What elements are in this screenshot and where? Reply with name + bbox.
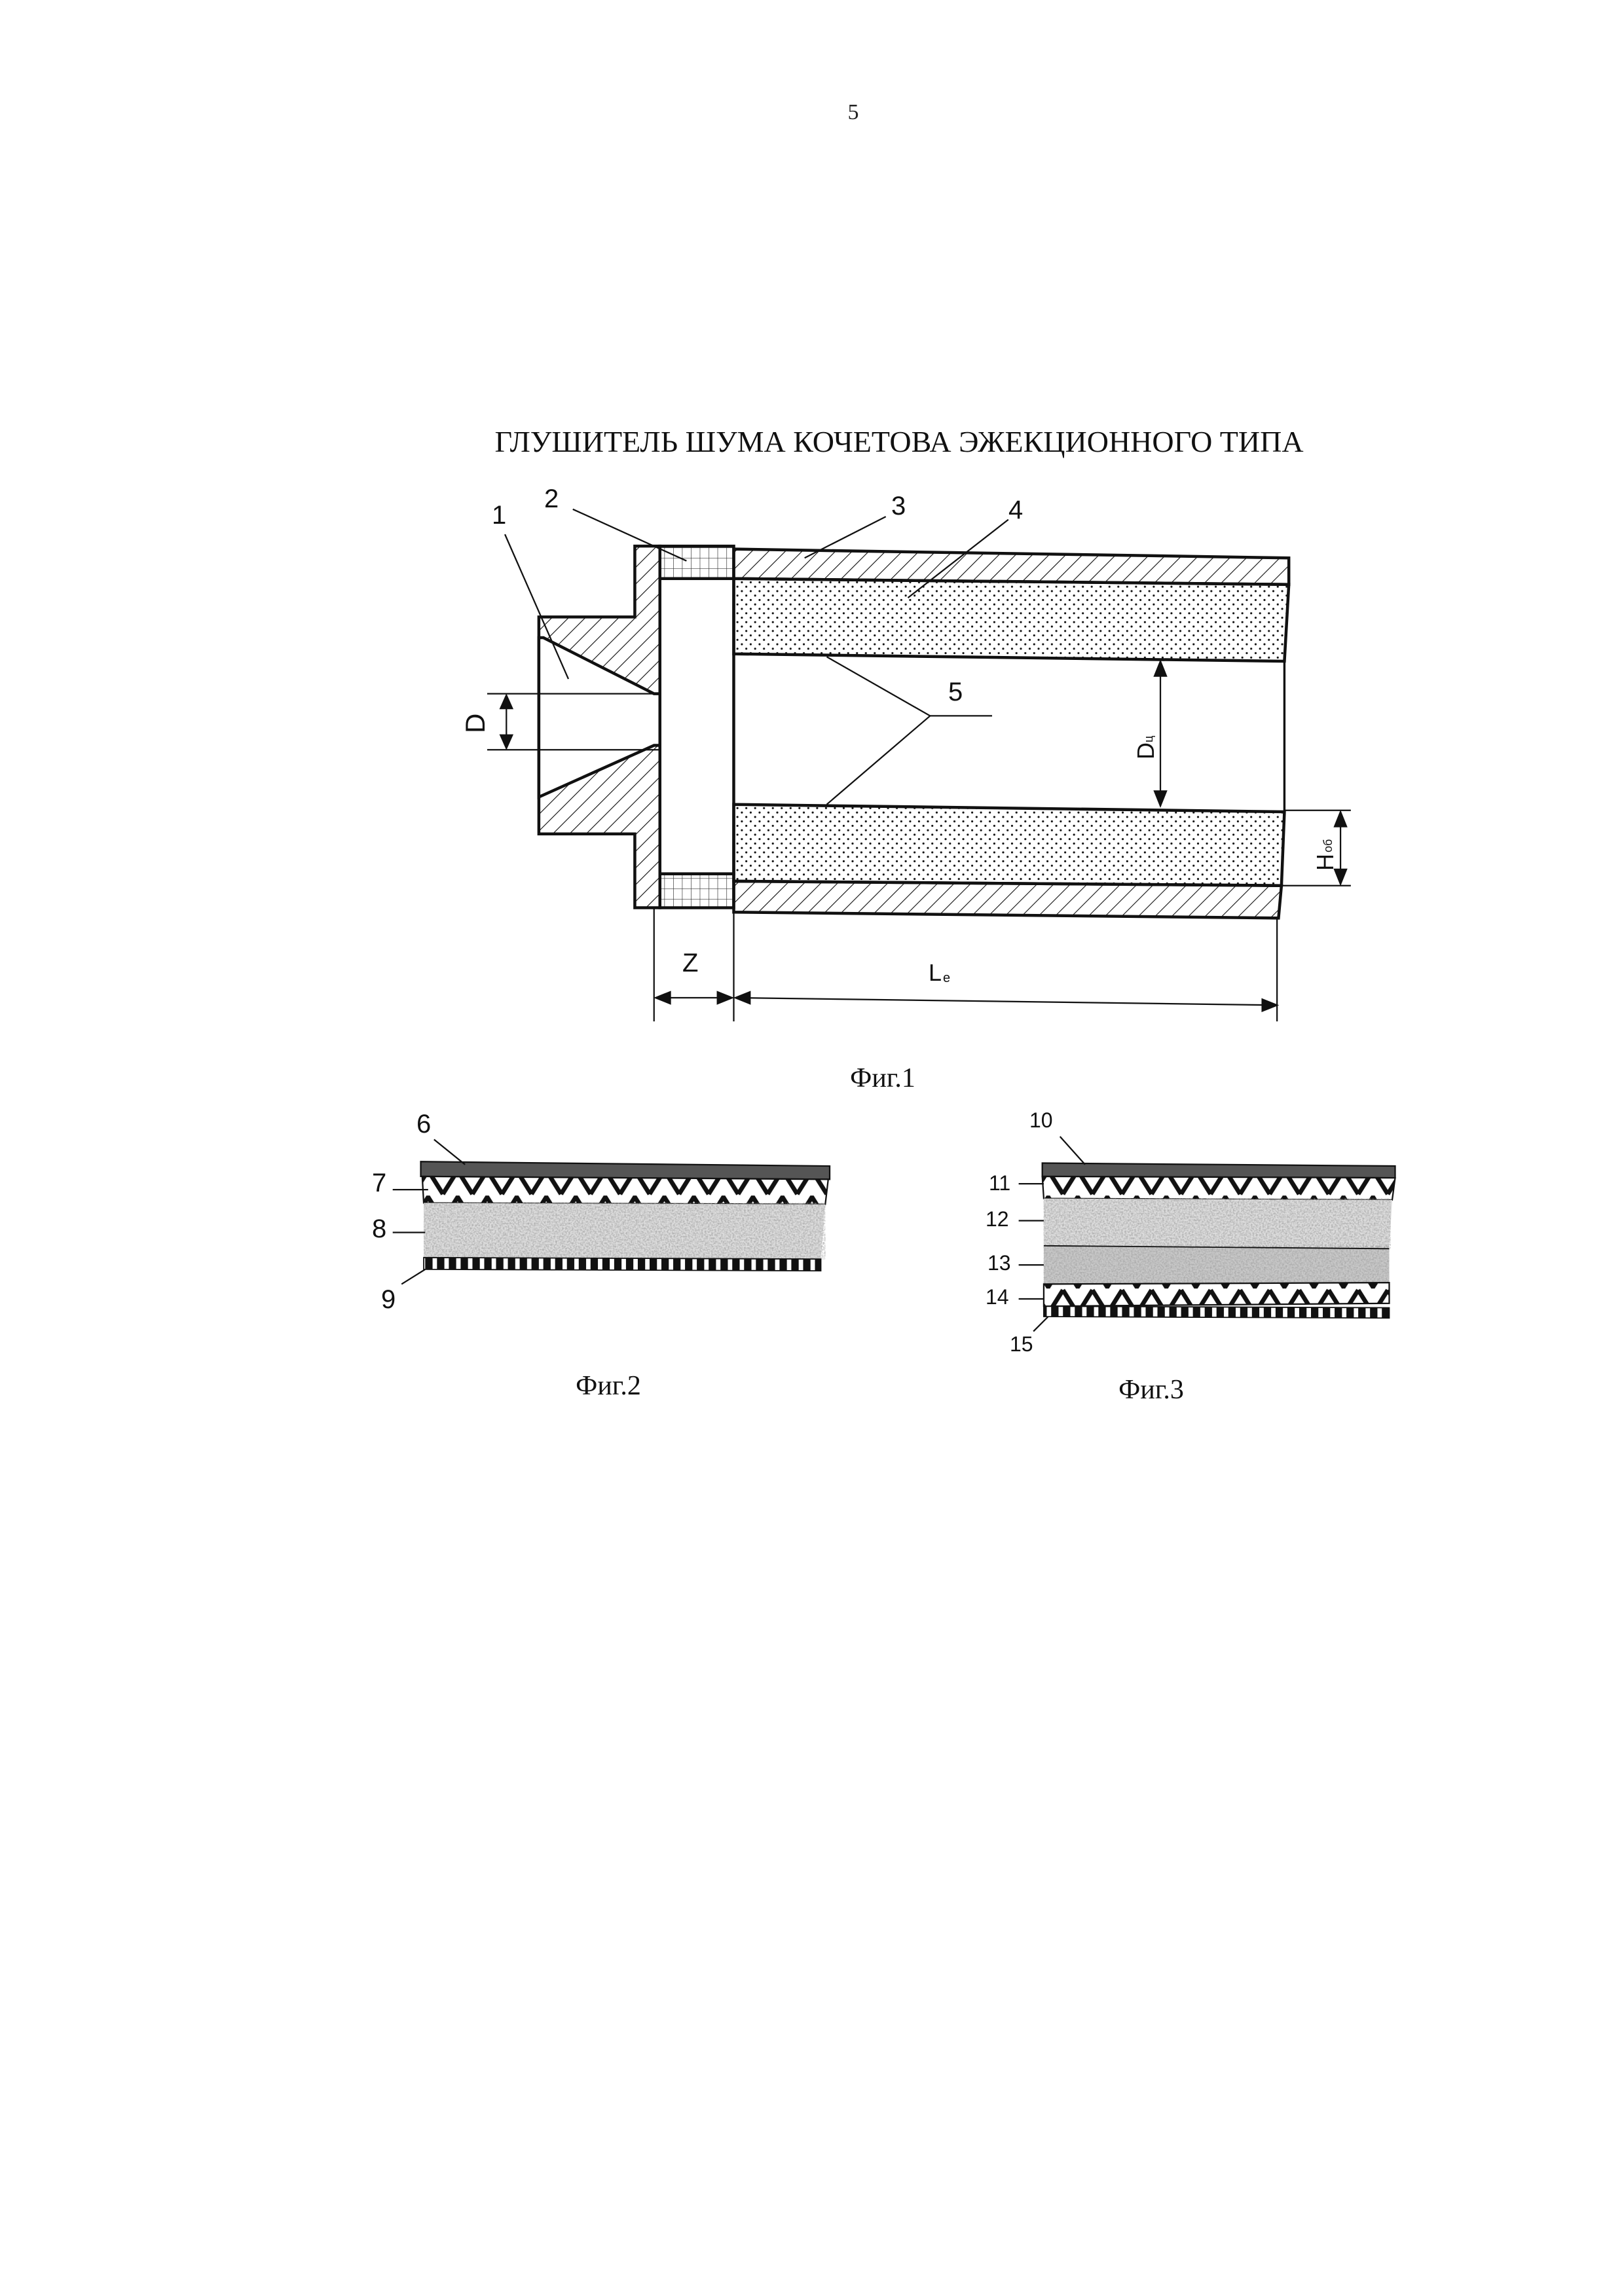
label-11: 11 [989, 1171, 1010, 1195]
page-number: 5 [848, 100, 859, 124]
label-1: 1 [492, 501, 506, 530]
absorber-top [732, 577, 1291, 663]
ring-bottom [658, 872, 735, 909]
dimension-L-sub: е [943, 971, 950, 985]
layer-8-fibrous [424, 1203, 826, 1260]
dimension-Dc: D ц [1132, 736, 1159, 759]
layer-7-corrugated [421, 1175, 830, 1205]
figure-1 [487, 508, 1351, 1022]
gap-chamber [658, 577, 735, 875]
figure-3-caption: Фиг.3 [1118, 1375, 1184, 1405]
layer-13-fibrous [1043, 1245, 1390, 1287]
layer-12-fibrous [1043, 1198, 1392, 1249]
leader-lines [504, 508, 1009, 805]
label-12: 12 [986, 1207, 1009, 1231]
label-7: 7 [372, 1169, 386, 1197]
label-3: 3 [891, 492, 906, 520]
figure-1-caption: Фиг.1 [850, 1063, 915, 1093]
figure-2-caption: Фиг.2 [576, 1371, 641, 1401]
label-8: 8 [372, 1214, 386, 1243]
label-14: 14 [986, 1285, 1009, 1309]
layer-14-corrugated [1043, 1282, 1390, 1307]
dimension-L-main: L [929, 959, 942, 986]
dimension-Z: Z [682, 949, 698, 977]
dimension-H: H об [1312, 839, 1338, 871]
layer-11-corrugated [1041, 1175, 1396, 1201]
page-title: ГЛУШИТЕЛЬ ШУМА КОЧЕТОВА ЭЖЕКЦИОННОГО ТИП… [494, 425, 1303, 458]
dimension-D: D [460, 714, 490, 733]
label-2: 2 [544, 484, 559, 513]
ring-top [658, 544, 735, 581]
label-5: 5 [948, 678, 963, 706]
shell-bottom [732, 879, 1283, 920]
layer-6-cover [420, 1161, 831, 1180]
dimension-lines [487, 659, 1351, 1022]
absorber-bottom [732, 803, 1286, 887]
layer-10-cover [1041, 1162, 1396, 1179]
label-10: 10 [1029, 1108, 1053, 1132]
dimension-Dc-main: D [1132, 742, 1159, 759]
layer-15-perforated [1043, 1305, 1390, 1319]
layer-9-perforated [423, 1256, 822, 1272]
label-4: 4 [1008, 496, 1023, 524]
label-15: 15 [1010, 1332, 1033, 1356]
dimension-Dc-sub: ц [1142, 736, 1155, 742]
nozzle-bore [537, 636, 662, 799]
figure-2 [392, 1139, 831, 1285]
label-6: 6 [416, 1110, 431, 1139]
dimension-H-sub: об [1321, 839, 1335, 852]
label-13: 13 [987, 1251, 1011, 1275]
label-9: 9 [381, 1285, 396, 1314]
dimension-H-main: H [1312, 854, 1338, 871]
dimension-L: L е [929, 959, 950, 986]
figure-3 [1018, 1136, 1396, 1332]
